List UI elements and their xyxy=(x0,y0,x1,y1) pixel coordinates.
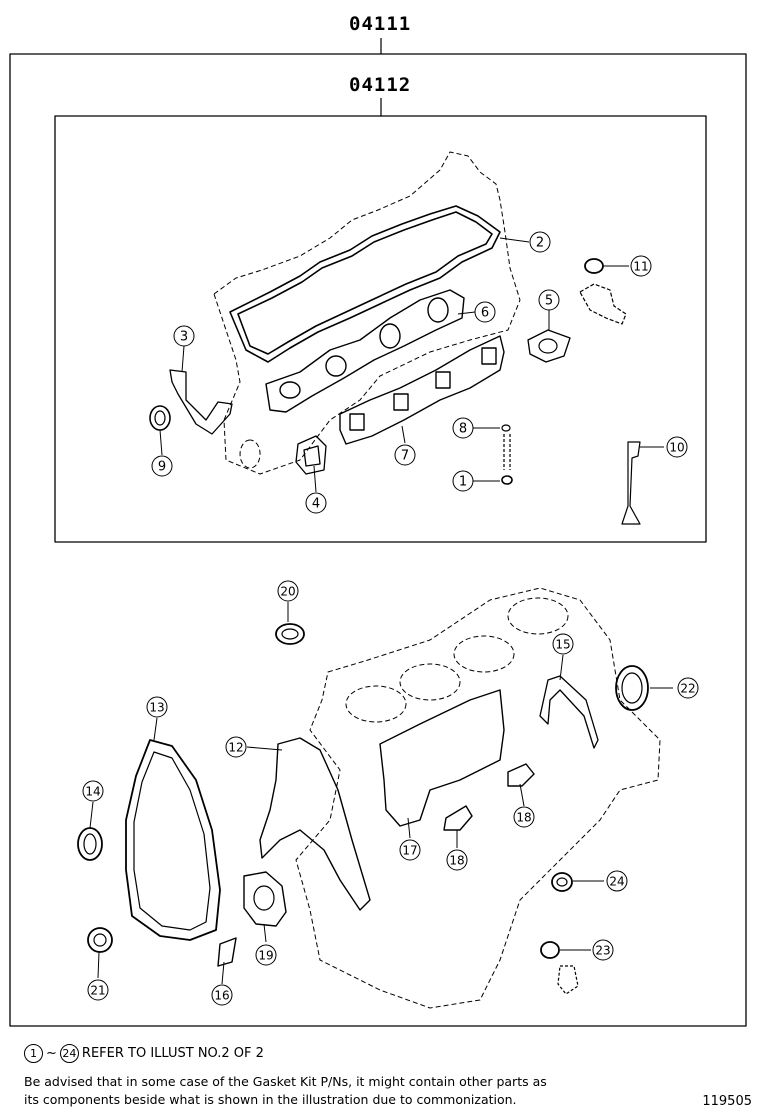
callout-15: 15 xyxy=(552,633,574,655)
o-ring-11 xyxy=(584,258,604,274)
valve-seal-1 xyxy=(501,475,513,485)
callout-6: 6 xyxy=(474,301,496,323)
callout-label: 2 xyxy=(536,236,544,251)
bracket-gasket xyxy=(169,369,233,435)
pump-gasket-19 xyxy=(243,871,287,927)
valve-seal-8 xyxy=(501,424,511,432)
callout-4: 4 xyxy=(305,492,327,514)
callout-24: 24 xyxy=(606,870,628,892)
rear-oil-seal-22 xyxy=(615,665,649,711)
illustration-code: 119505 xyxy=(702,1094,752,1109)
oil-seal-9 xyxy=(149,405,171,431)
washer-23 xyxy=(540,941,560,959)
callout-8: 8 xyxy=(452,417,474,439)
callout-label: 12 xyxy=(228,741,243,755)
callout-19: 19 xyxy=(255,944,277,966)
callout-label: 22 xyxy=(680,682,695,696)
callout-23: 23 xyxy=(592,939,614,961)
side-cover-gasket xyxy=(379,689,505,827)
callout-label: 4 xyxy=(312,497,320,512)
callout-18: 18 xyxy=(513,806,535,828)
cylinder-block-drawing xyxy=(295,587,661,1009)
callout-label: 24 xyxy=(609,875,624,889)
cylinder-head-drawing xyxy=(213,151,521,475)
timing-case-gasket xyxy=(259,737,371,911)
callout-11: 11 xyxy=(630,255,652,277)
callout-label: 15 xyxy=(555,638,570,652)
range-end-callout: 24 xyxy=(59,1044,79,1063)
refer-note: 1 ~ 24 REFER TO ILLUST NO.2 OF 2 xyxy=(24,1044,264,1063)
callout-label: 14 xyxy=(85,785,100,799)
callout-12: 12 xyxy=(225,736,247,758)
timing-cover-gasket xyxy=(125,739,221,941)
callout-2: 2 xyxy=(529,231,551,253)
callout-14: 14 xyxy=(82,780,104,802)
callout-label: 18 xyxy=(449,854,464,868)
range-tilde: ~ xyxy=(46,1046,57,1061)
inner-kit-number: 04112 xyxy=(349,74,412,96)
drain-plug xyxy=(557,965,579,995)
callout-18: 18 xyxy=(446,849,468,871)
callout-7: 7 xyxy=(394,444,416,466)
range-start-callout: 1 xyxy=(24,1044,43,1063)
intake-manifold-gasket xyxy=(339,335,505,445)
callout-label: 9 xyxy=(158,460,166,475)
head-cover-gasket xyxy=(229,205,501,363)
callout-label: 16 xyxy=(214,989,229,1003)
front-oil-seal-14 xyxy=(77,827,103,861)
seal-24 xyxy=(551,872,573,892)
callout-label: 21 xyxy=(90,984,105,998)
small-gasket-16 xyxy=(217,937,237,967)
callout-label: 3 xyxy=(180,330,188,345)
outlet-gasket xyxy=(527,329,571,363)
callout-1: 1 xyxy=(452,470,474,492)
outer-kit-frame xyxy=(9,53,747,1027)
exhaust-manifold-gasket xyxy=(265,289,465,413)
oil-seal-21 xyxy=(87,927,113,953)
oil-seal-20 xyxy=(275,623,305,645)
callout-22: 22 xyxy=(677,677,699,699)
callout-20: 20 xyxy=(277,580,299,602)
callout-label: 1 xyxy=(459,475,467,490)
gasket-18b xyxy=(507,763,535,787)
callout-label: 8 xyxy=(459,422,467,437)
thermostat-housing xyxy=(579,283,627,325)
callout-label: 7 xyxy=(401,449,409,464)
callout-label: 18 xyxy=(516,811,531,825)
callout-10: 10 xyxy=(666,436,688,458)
callout-13: 13 xyxy=(146,696,168,718)
callout-17: 17 xyxy=(399,839,421,861)
gasket-18a xyxy=(443,805,473,831)
valve-10 xyxy=(621,441,641,525)
inner-kit-frame xyxy=(54,115,707,543)
callout-label: 19 xyxy=(258,949,273,963)
advice-line-1: Be advised that in some case of the Gask… xyxy=(24,1074,547,1089)
refer-text: REFER TO ILLUST NO.2 OF 2 xyxy=(81,1046,264,1061)
callout-9: 9 xyxy=(151,455,173,477)
callout-label: 20 xyxy=(280,585,295,599)
callout-label: 5 xyxy=(545,294,553,309)
callout-16: 16 xyxy=(211,984,233,1006)
callout-5: 5 xyxy=(538,289,560,311)
callout-label: 11 xyxy=(633,260,648,274)
rear-plate-gasket xyxy=(539,675,599,749)
callout-3: 3 xyxy=(173,325,195,347)
callout-label: 17 xyxy=(402,844,417,858)
outer-kit-number: 04111 xyxy=(349,13,412,35)
callout-label: 23 xyxy=(595,944,610,958)
callout-21: 21 xyxy=(87,979,109,1001)
callout-label: 13 xyxy=(149,701,164,715)
valve-guide xyxy=(503,434,511,470)
callout-layer: 1234567891011121314151617181819202122232… xyxy=(82,231,699,1006)
cover-gasket xyxy=(295,435,327,475)
callout-label: 6 xyxy=(481,306,489,321)
advice-line-2: its components beside what is shown in t… xyxy=(24,1092,517,1107)
leader-lines xyxy=(89,237,673,985)
callout-label: 10 xyxy=(669,441,684,455)
